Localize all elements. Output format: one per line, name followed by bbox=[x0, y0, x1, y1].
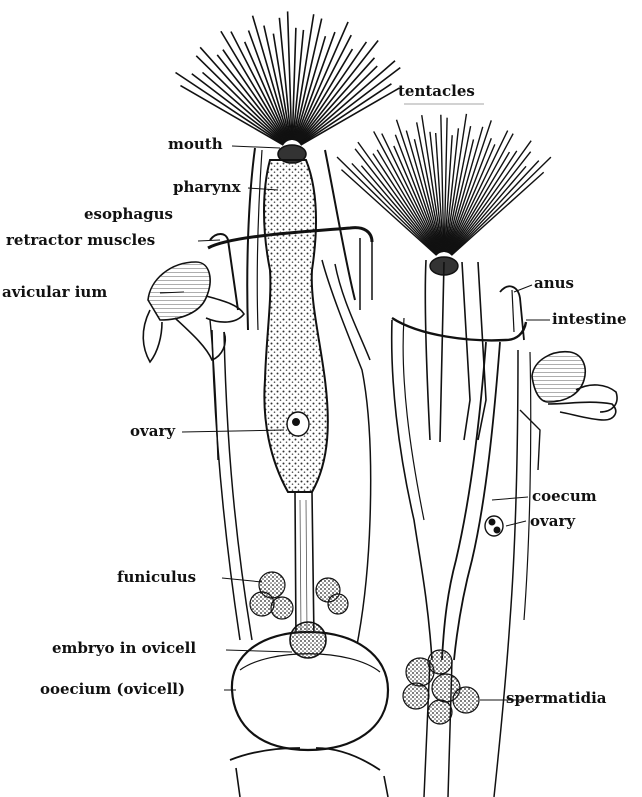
label-retractor-muscles: retractor muscles bbox=[6, 233, 155, 248]
label-embryo: embryo in ovicell bbox=[52, 641, 196, 656]
right-intestine-band bbox=[392, 318, 526, 340]
right-ovary bbox=[485, 516, 503, 536]
label-tentacles: tentacles bbox=[398, 84, 475, 99]
label-anus: anus bbox=[534, 276, 574, 291]
label-ooecium: ooecium (ovicell) bbox=[40, 682, 185, 697]
label-avicularium: avicular ium bbox=[2, 285, 107, 300]
left-body-wall bbox=[212, 330, 252, 640]
right-avicularium bbox=[520, 352, 617, 470]
label-mouth: mouth bbox=[168, 137, 223, 152]
label-ovary-left: ovary bbox=[130, 424, 175, 439]
right-tentacle-crown bbox=[337, 114, 551, 275]
embryo bbox=[290, 622, 326, 658]
spermatidia-mass bbox=[403, 650, 479, 724]
left-funiculus-stalk bbox=[295, 492, 314, 640]
right-coecum bbox=[442, 342, 500, 660]
left-pharynx bbox=[264, 160, 328, 492]
label-ovary-right: ovary bbox=[530, 514, 575, 529]
right-sheath bbox=[392, 320, 432, 660]
label-spermatidia: spermatidia bbox=[506, 691, 607, 706]
left-funiculus-mass bbox=[250, 572, 348, 619]
label-pharynx: pharynx bbox=[173, 180, 241, 195]
label-coecum: coecum bbox=[532, 489, 597, 504]
label-esophagus: esophagus bbox=[84, 207, 173, 222]
label-funiculus: funiculus bbox=[117, 570, 196, 585]
label-intestine: intestine bbox=[552, 312, 627, 327]
